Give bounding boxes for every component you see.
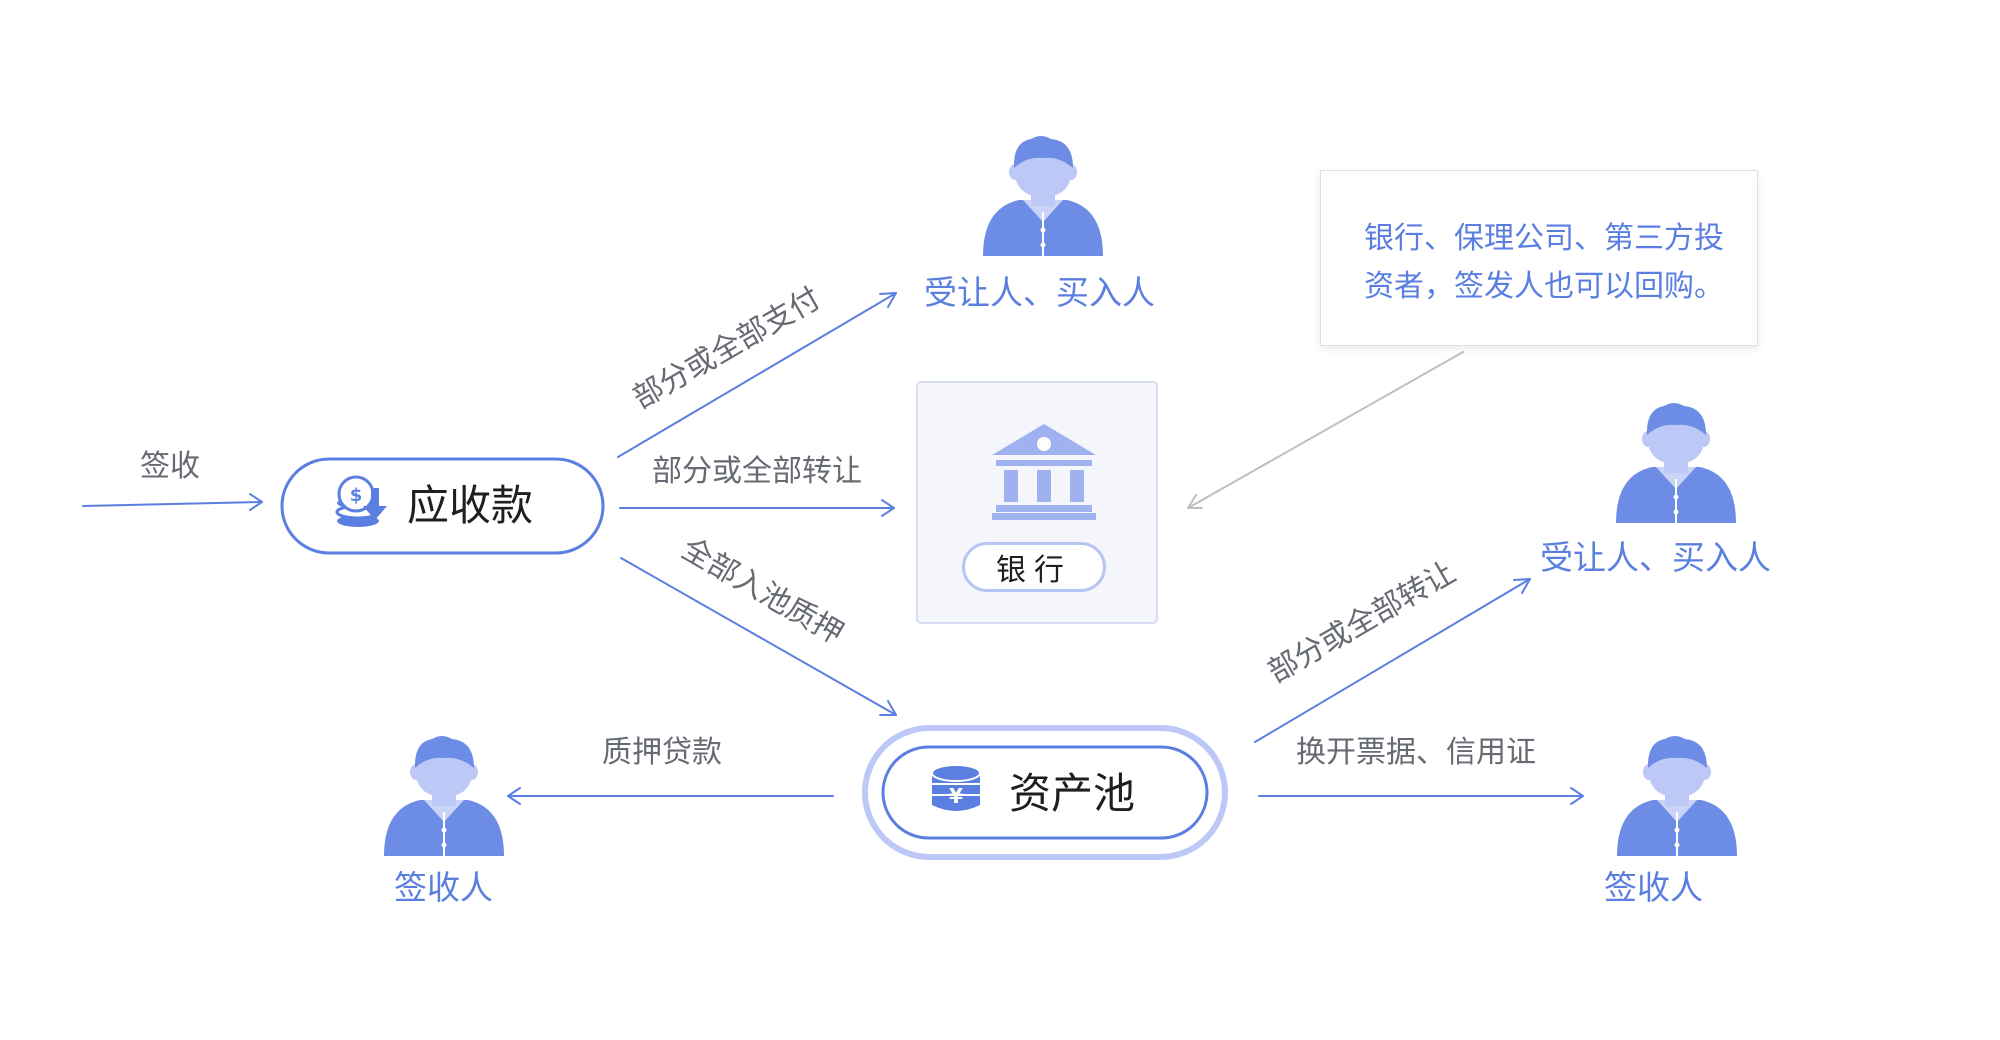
yen-coins-icon: ¥: [931, 764, 981, 811]
person-icon-signer-right: [1616, 735, 1738, 857]
asset-pool-node: ¥: [862, 725, 1228, 860]
assignee-top-label: 受让人、买入人: [924, 273, 1155, 312]
person-icon-assignee-right: [1615, 402, 1737, 524]
edge-label-sign: 签收: [140, 449, 200, 484]
bank-label: 银行: [962, 542, 1106, 592]
arrow-sign: [82, 493, 263, 511]
note-box: 银行、保理公司、第三方投 资者，签发人也可以回购。: [1320, 170, 1758, 346]
coins-down-icon: $: [335, 475, 387, 527]
arrow-note: [1187, 351, 1464, 509]
receivable-node: $: [280, 457, 605, 555]
arrow-pay: [617, 292, 897, 458]
svg-text:¥: ¥: [949, 784, 963, 808]
receivable-label: 应收款: [407, 481, 534, 530]
arrow-exchange: [1258, 787, 1584, 805]
svg-text:$: $: [350, 485, 363, 506]
arrow-pledge-loan: [507, 787, 834, 805]
edge-label-transfer-bank: 部分或全部转让: [652, 454, 862, 489]
assignee-right-label: 受让人、买入人: [1540, 538, 1771, 577]
note-line-2: 资者，签发人也可以回购。: [1364, 269, 1724, 304]
arrow-transfer-bank: [619, 499, 895, 517]
asset-pool-label: 资产池: [1009, 769, 1136, 818]
edge-label-exchange: 换开票据、信用证: [1296, 735, 1536, 770]
arrow-transfer-right: [1254, 578, 1531, 743]
person-icon-assignee-top: [982, 135, 1104, 257]
arrow-pledge-pool: [620, 557, 897, 716]
person-icon-signer-left: [383, 735, 505, 857]
signer-left-label: 签收人: [394, 868, 493, 907]
note-line-1: 银行、保理公司、第三方投: [1364, 221, 1724, 256]
edge-label-pledge-loan: 质押贷款: [602, 735, 722, 770]
signer-right-label: 签收人: [1604, 868, 1703, 907]
